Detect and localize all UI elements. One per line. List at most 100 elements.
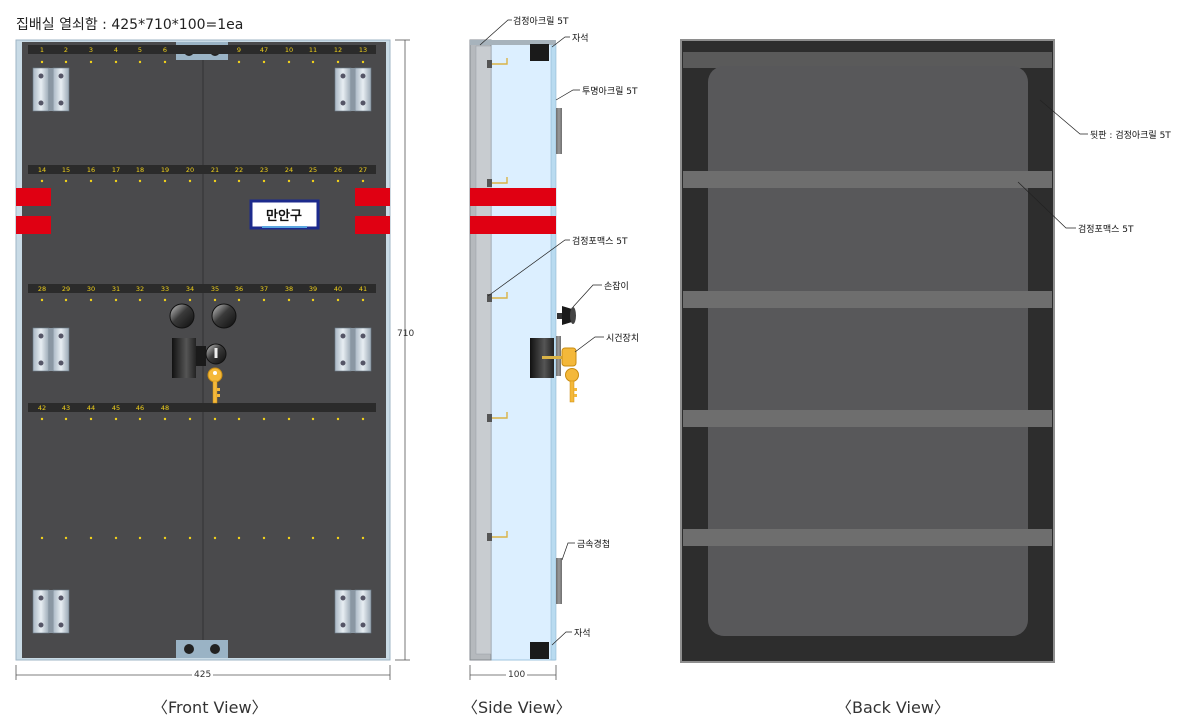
hook-number: 17 xyxy=(112,166,120,174)
hook-number: 26 xyxy=(334,166,342,174)
hook-row-2: 14 15 16 17 18 19 20 21 22 23 24 25 26 2… xyxy=(38,166,367,174)
hook-number: 37 xyxy=(260,285,268,293)
hook-pins xyxy=(40,60,365,540)
side-red-band-top xyxy=(470,188,556,206)
hook-number: 22 xyxy=(235,166,243,174)
pin-row-4 xyxy=(40,417,365,421)
hook-strip-3 xyxy=(28,284,376,293)
hook-number: 11 xyxy=(309,46,317,54)
hook-number: 36 xyxy=(235,285,243,293)
hinge-bottom-right xyxy=(334,589,372,634)
hook-number: 6 xyxy=(163,46,167,54)
hinge-mid-left xyxy=(32,327,70,372)
hook-number: 9 xyxy=(237,46,241,54)
bottom-center-plate xyxy=(176,640,228,658)
hook-number: 2 xyxy=(64,46,68,54)
back-foamex-bar-4 xyxy=(683,529,1052,546)
hook-number: 28 xyxy=(38,285,46,293)
hook-number: 42 xyxy=(38,404,46,412)
hook-strip-4 xyxy=(28,403,376,412)
callout-magnet-top: 자석 xyxy=(572,34,589,44)
pin-row-2 xyxy=(40,179,365,183)
hook-number: 20 xyxy=(186,166,194,174)
hinge-bottom-left xyxy=(32,589,70,634)
hook-number: 27 xyxy=(359,166,367,174)
lock-body xyxy=(172,338,196,378)
knob-right xyxy=(211,303,237,329)
back-view-label: 〈Back View〉 xyxy=(836,698,950,717)
callout-top-acrylic: 검정아크릴 5T xyxy=(513,17,569,27)
pin-row-1 xyxy=(40,60,365,64)
lock-bolt xyxy=(196,346,206,366)
side-depth-label: 100 xyxy=(506,670,528,680)
front-height-label: 710 xyxy=(397,329,415,339)
hook-number: 16 xyxy=(87,166,95,174)
hook-number: 12 xyxy=(334,46,342,54)
pin-row-5 xyxy=(40,536,365,540)
back-leader-lines xyxy=(1017,99,1088,229)
hook-strip-2 xyxy=(28,165,376,174)
front-view-label: 〈Front View〉 xyxy=(152,698,268,717)
hook-number: 46 xyxy=(136,404,144,412)
hook-number: 13 xyxy=(359,46,367,54)
side-leader-lines xyxy=(479,19,604,646)
hook-number: 31 xyxy=(112,285,120,293)
red-band-left-bottom xyxy=(16,216,51,234)
hook-row-1: 1 2 3 4 5 6 9 47 10 11 12 13 xyxy=(40,46,367,54)
side-view xyxy=(469,19,604,680)
red-band-right-top xyxy=(355,188,390,206)
key-icon xyxy=(207,367,223,404)
callout-foamex: 검정포맥스 5T xyxy=(572,237,628,247)
hook-row-4: 42 43 44 45 46 48 xyxy=(38,404,169,412)
pin-row-3 xyxy=(40,298,365,302)
bottom-plate-screw-left xyxy=(184,644,194,654)
hook-number: 34 xyxy=(186,285,194,293)
side-top-cap xyxy=(470,40,556,45)
side-hooks xyxy=(487,58,508,541)
hook-number: 5 xyxy=(138,46,142,54)
back-view xyxy=(680,39,1088,663)
hook-number: 43 xyxy=(62,404,70,412)
callout-magnet-bottom: 자석 xyxy=(574,629,591,639)
hook-number: 38 xyxy=(285,285,293,293)
hook-number: 30 xyxy=(87,285,95,293)
hook-number: 21 xyxy=(211,166,219,174)
hook-number: 39 xyxy=(309,285,317,293)
sign-label: 만안구 xyxy=(266,208,302,224)
side-handle-icon xyxy=(557,306,576,325)
callout-back-panel: 뒷판 : 검정아크릴 5T xyxy=(1090,131,1171,141)
hook-number: 41 xyxy=(359,285,367,293)
sign-underline xyxy=(262,226,307,228)
callout-hinge: 금속경첩 xyxy=(577,540,611,550)
hook-number: 24 xyxy=(285,166,293,174)
red-band-left-top xyxy=(16,188,51,206)
side-view-label: 〈Side View〉 xyxy=(462,698,572,717)
knob-left xyxy=(169,303,195,329)
callout-clear-acrylic: 투명아크릴 5T xyxy=(582,87,638,97)
hook-row-3: 28 29 30 31 32 33 34 35 36 37 38 39 40 4… xyxy=(38,285,367,293)
side-magnet-bottom xyxy=(530,642,549,659)
side-hinge-bottom xyxy=(556,558,562,604)
back-top-bar xyxy=(683,52,1052,68)
callout-handle: 손잡이 xyxy=(604,282,629,292)
hook-number: 14 xyxy=(38,166,46,174)
hook-number: 35 xyxy=(211,285,219,293)
hook-number: 3 xyxy=(89,46,93,54)
hook-number: 45 xyxy=(112,404,120,412)
back-foamex-bar-1 xyxy=(683,171,1052,188)
callout-lock: 시건장치 xyxy=(606,334,640,344)
red-band-right-bottom xyxy=(355,216,390,234)
side-hinge-top xyxy=(556,108,562,154)
lock-keyhole xyxy=(214,348,218,358)
side-key-icon xyxy=(565,368,579,403)
bottom-plate-screw-right xyxy=(210,644,220,654)
hook-number: 4 xyxy=(114,46,118,54)
hook-strip-1 xyxy=(28,45,376,54)
hook-number: 15 xyxy=(62,166,70,174)
hinge-top-right xyxy=(334,67,372,112)
hook-number: 10 xyxy=(285,46,293,54)
hook-number: 18 xyxy=(136,166,144,174)
hook-number: 19 xyxy=(161,166,169,174)
hook-number: 23 xyxy=(260,166,268,174)
back-inner-panel xyxy=(708,66,1028,636)
